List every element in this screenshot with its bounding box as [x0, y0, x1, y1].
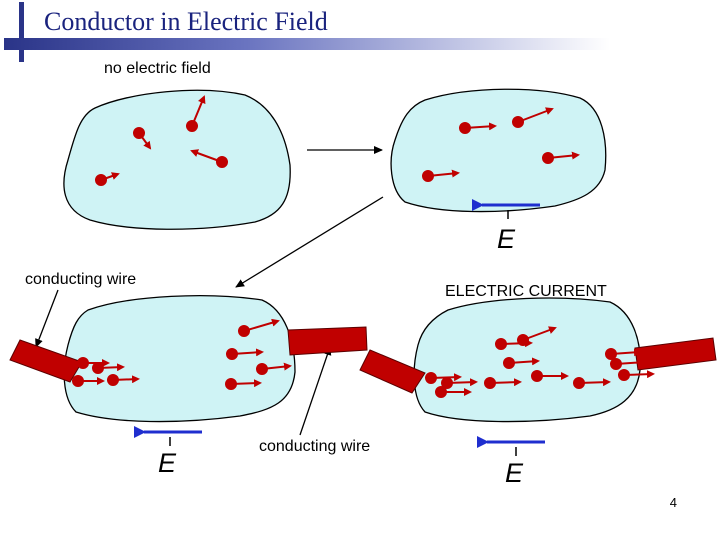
- wire-segment-center-right: [359, 349, 426, 394]
- conductor-wire-left: [63, 295, 296, 423]
- electron-group-wire-left: [72, 318, 292, 390]
- electron-group-no-field: [95, 95, 228, 186]
- conductor-current: [413, 297, 641, 423]
- field-symbol-bottom-left: E: [158, 448, 177, 478]
- label-no-electric-field: no electric field: [104, 60, 211, 77]
- wire-segment-middle: [287, 326, 368, 356]
- transition-arrow-diagonal: [235, 196, 384, 288]
- wire-pointer-bottom: [299, 346, 332, 436]
- conductor-with-field: [390, 88, 607, 213]
- field-arrow-top-right: [472, 199, 540, 219]
- field-arrow-bottom-left: [134, 426, 202, 446]
- wire-segment-left: [9, 339, 83, 383]
- wire-segment-right: [634, 337, 717, 371]
- title-accent-bar: [4, 38, 610, 50]
- slide-title: Conductor in Electric Field: [44, 7, 328, 36]
- wire-pointer-left: [35, 289, 59, 348]
- label-electric-current: ELECTRIC CURRENT: [445, 283, 607, 300]
- field-arrow-bottom-right: [477, 436, 545, 456]
- label-conducting-wire-left: conducting wire: [25, 271, 137, 288]
- page-number: 4: [669, 495, 677, 510]
- field-symbol-top-right: E: [497, 224, 516, 254]
- title-accent-vertical: [19, 2, 24, 62]
- label-conducting-wire-bottom: conducting wire: [259, 438, 371, 455]
- field-symbol-bottom-right: E: [505, 458, 524, 488]
- electron-group-current: [425, 326, 655, 398]
- electron-group-with-field: [422, 107, 580, 182]
- conductor-no-field: [63, 89, 291, 230]
